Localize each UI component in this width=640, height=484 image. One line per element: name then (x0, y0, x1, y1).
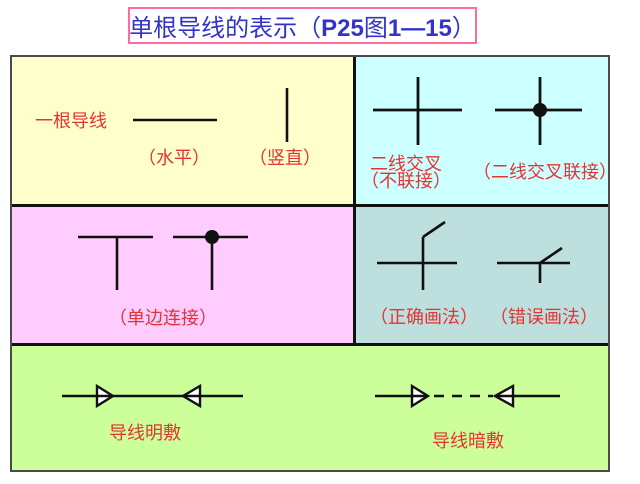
wrong-diagonal (539, 246, 563, 265)
panel-crossing: 二线交叉 （不联接） （二线交叉联接） (356, 57, 617, 204)
wrong-caption: （错误画法） (490, 307, 598, 328)
cross-no-join-caption-line1: 二线交叉 (370, 154, 442, 175)
vertical-caption: （竖直） (249, 148, 321, 169)
correct-diagonal (422, 220, 446, 239)
branch-drawing-symbols (377, 220, 570, 290)
title-fig-word: 图 (363, 15, 388, 42)
correct-caption: （正确画法） (370, 307, 478, 328)
panel-branch-drawing: （正确画法） （错误画法） (356, 207, 608, 343)
single-wire-label: 一根导线 (35, 111, 107, 132)
side-connection-symbols (78, 230, 248, 290)
grid-vertical-divider (353, 57, 356, 346)
page-title: 单根导线的表示（P25图1—15） (129, 8, 476, 43)
page-title-box: 单根导线的表示（P25图1—15） (128, 7, 477, 44)
concealed-caption: 导线暗敷 (432, 431, 504, 452)
crossing-symbols (373, 77, 582, 145)
junction-dot (533, 103, 547, 117)
grid-horizontal-divider-1 (12, 204, 608, 207)
title-fig-number: 1—15 (387, 15, 452, 42)
horizontal-caption: （水平） (138, 148, 210, 169)
title-suffix: ） (451, 15, 476, 42)
side-connection-caption: （单边连接） (109, 308, 217, 329)
exposed-caption: 导线明敷 (109, 423, 181, 444)
single-wire-symbols (133, 88, 289, 142)
panel-side-connection: （单边连接） (12, 207, 353, 343)
symbol-grid: 一根导线 （水平） （竖直） 二线交叉 （不联接） （二线交叉联接） （单边连接… (10, 55, 617, 472)
panel-laying: 导线明敷 导线暗敷 (12, 346, 608, 470)
cross-no-join-caption-line2: （不联接） (361, 171, 451, 192)
title-prefix: 单根导线的表示（ (129, 15, 322, 42)
tee-junction-dot (205, 230, 219, 244)
grid-horizontal-divider-2 (12, 343, 608, 346)
title-page-ref: P25 (321, 15, 364, 42)
laying-symbols (62, 383, 560, 409)
cross-join-caption: （二线交叉联接） (473, 162, 617, 183)
panel-single-wire: 一根导线 （水平） （竖直） (12, 57, 353, 204)
